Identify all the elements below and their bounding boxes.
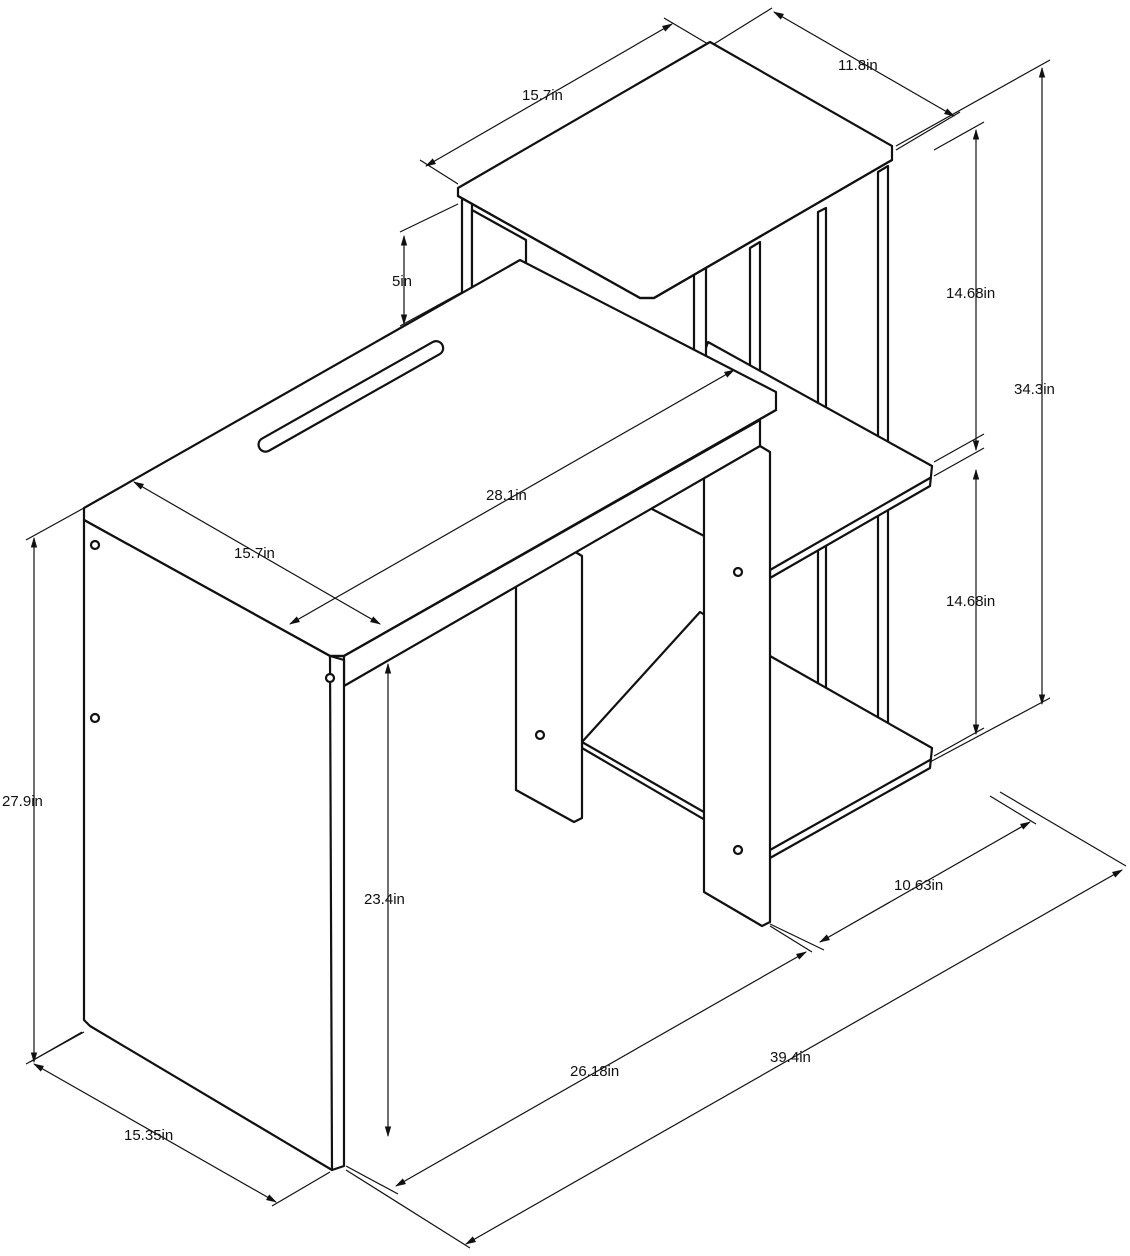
screw (89, 539, 101, 551)
label-total-height: 34.3in (1014, 381, 1055, 398)
desk-center-leg (514, 548, 584, 824)
label-base-span: 26.18in (570, 1063, 619, 1080)
top-riser-left-leg (460, 192, 474, 298)
screw (324, 672, 336, 684)
label-total-length: 39.4in (770, 1049, 811, 1066)
label-base-depth: 15.35in (124, 1127, 173, 1144)
label-desk-length: 28.1in (486, 487, 527, 504)
dimension-labels: 15.7in 11.8in 5in 14.68in 14.68in 34.3in… (2, 57, 1055, 1144)
side-panel-edge (328, 654, 334, 1172)
screw (732, 844, 744, 856)
label-lower-gap: 14.68in (946, 593, 995, 610)
left-side-panel (82, 518, 346, 1172)
label-knee-height: 23.4in (364, 891, 405, 908)
desk-drawing (82, 40, 934, 1172)
label-desk-depth: 15.7in (234, 545, 275, 562)
top-shelf-front-edge (456, 158, 894, 300)
screw (89, 712, 101, 724)
screw (534, 729, 546, 741)
label-top-shelf-width: 15.7in (522, 87, 563, 104)
label-riser-height: 5in (392, 273, 412, 290)
label-upper-gap: 14.68in (946, 285, 995, 302)
middle-shelf-front-edge (768, 476, 932, 572)
label-side-shelf-depth: 10.63in (894, 877, 943, 894)
label-top-shelf-depth: 11.8in (838, 57, 878, 74)
dimension-lines (25, 7, 1127, 1249)
label-desk-height: 27.9in (2, 793, 43, 810)
screw (732, 566, 744, 578)
